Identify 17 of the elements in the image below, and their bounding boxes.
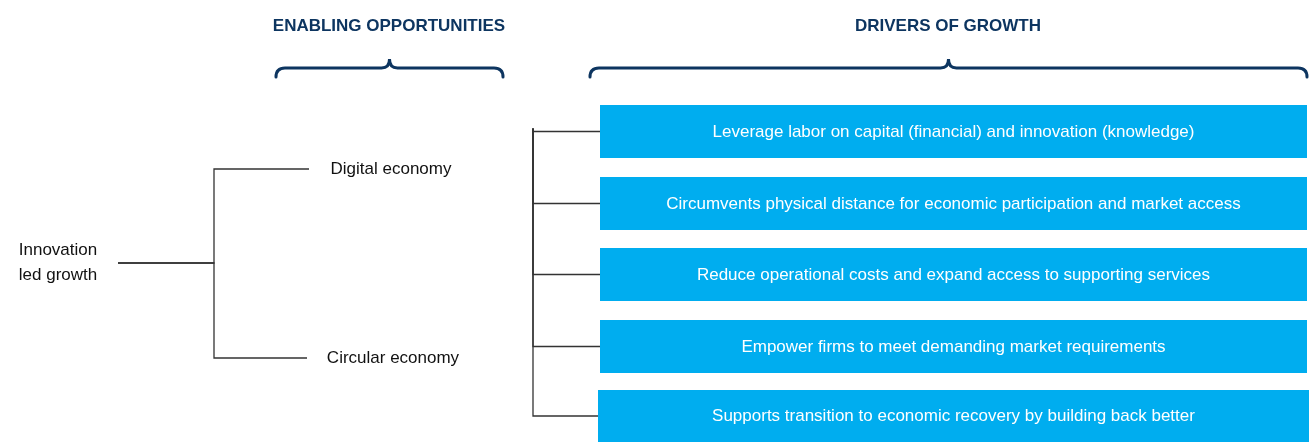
box-text: Leverage labor on capital (financial) and innovation (knowledge) — [712, 121, 1195, 142]
box-text: Circumvents physical distance for economic participation and market access — [666, 193, 1241, 214]
text-box — [598, 390, 1309, 442]
text-box — [600, 320, 1307, 373]
section-heading: ENABLING OPPORTUNITIES — [271, 16, 507, 36]
node-text: Circular economy — [326, 347, 460, 370]
text-box — [600, 248, 1307, 301]
box-text: Reduce operational costs and expand access to supporting services — [696, 264, 1211, 285]
connector-line — [117, 262, 308, 359]
text-box — [600, 105, 1307, 158]
node-text: Digital economy — [330, 158, 452, 181]
section-heading: DRIVERS OF GROWTH — [853, 16, 1043, 36]
node-text: Innovation led growth — [17, 238, 99, 286]
box-text: Empower firms to meet demanding market requirements — [741, 336, 1166, 357]
box-text: Supports transition to economic recovery by building back better — [712, 406, 1195, 426]
connector-line — [532, 127, 599, 417]
text-box — [600, 177, 1307, 230]
